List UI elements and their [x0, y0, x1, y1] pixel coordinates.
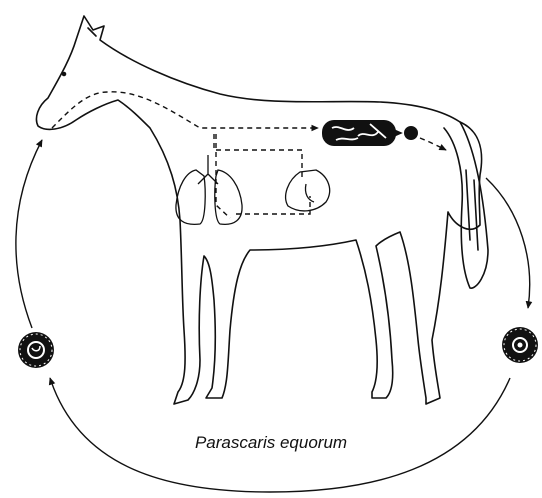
intestine-adult-worms: [322, 120, 396, 146]
cycle-arc-right-down: [486, 178, 530, 308]
diagram-caption: Parascaris equorum: [0, 433, 542, 453]
embryonated-egg-icon: [502, 327, 538, 363]
egg-shed: [404, 126, 418, 140]
migration-path: [52, 92, 446, 218]
lungs: [176, 155, 242, 224]
cycle-arc-left-up: [16, 140, 42, 328]
liver: [286, 170, 330, 211]
horse-illustration: [36, 16, 488, 404]
egg-icon: [18, 332, 54, 368]
